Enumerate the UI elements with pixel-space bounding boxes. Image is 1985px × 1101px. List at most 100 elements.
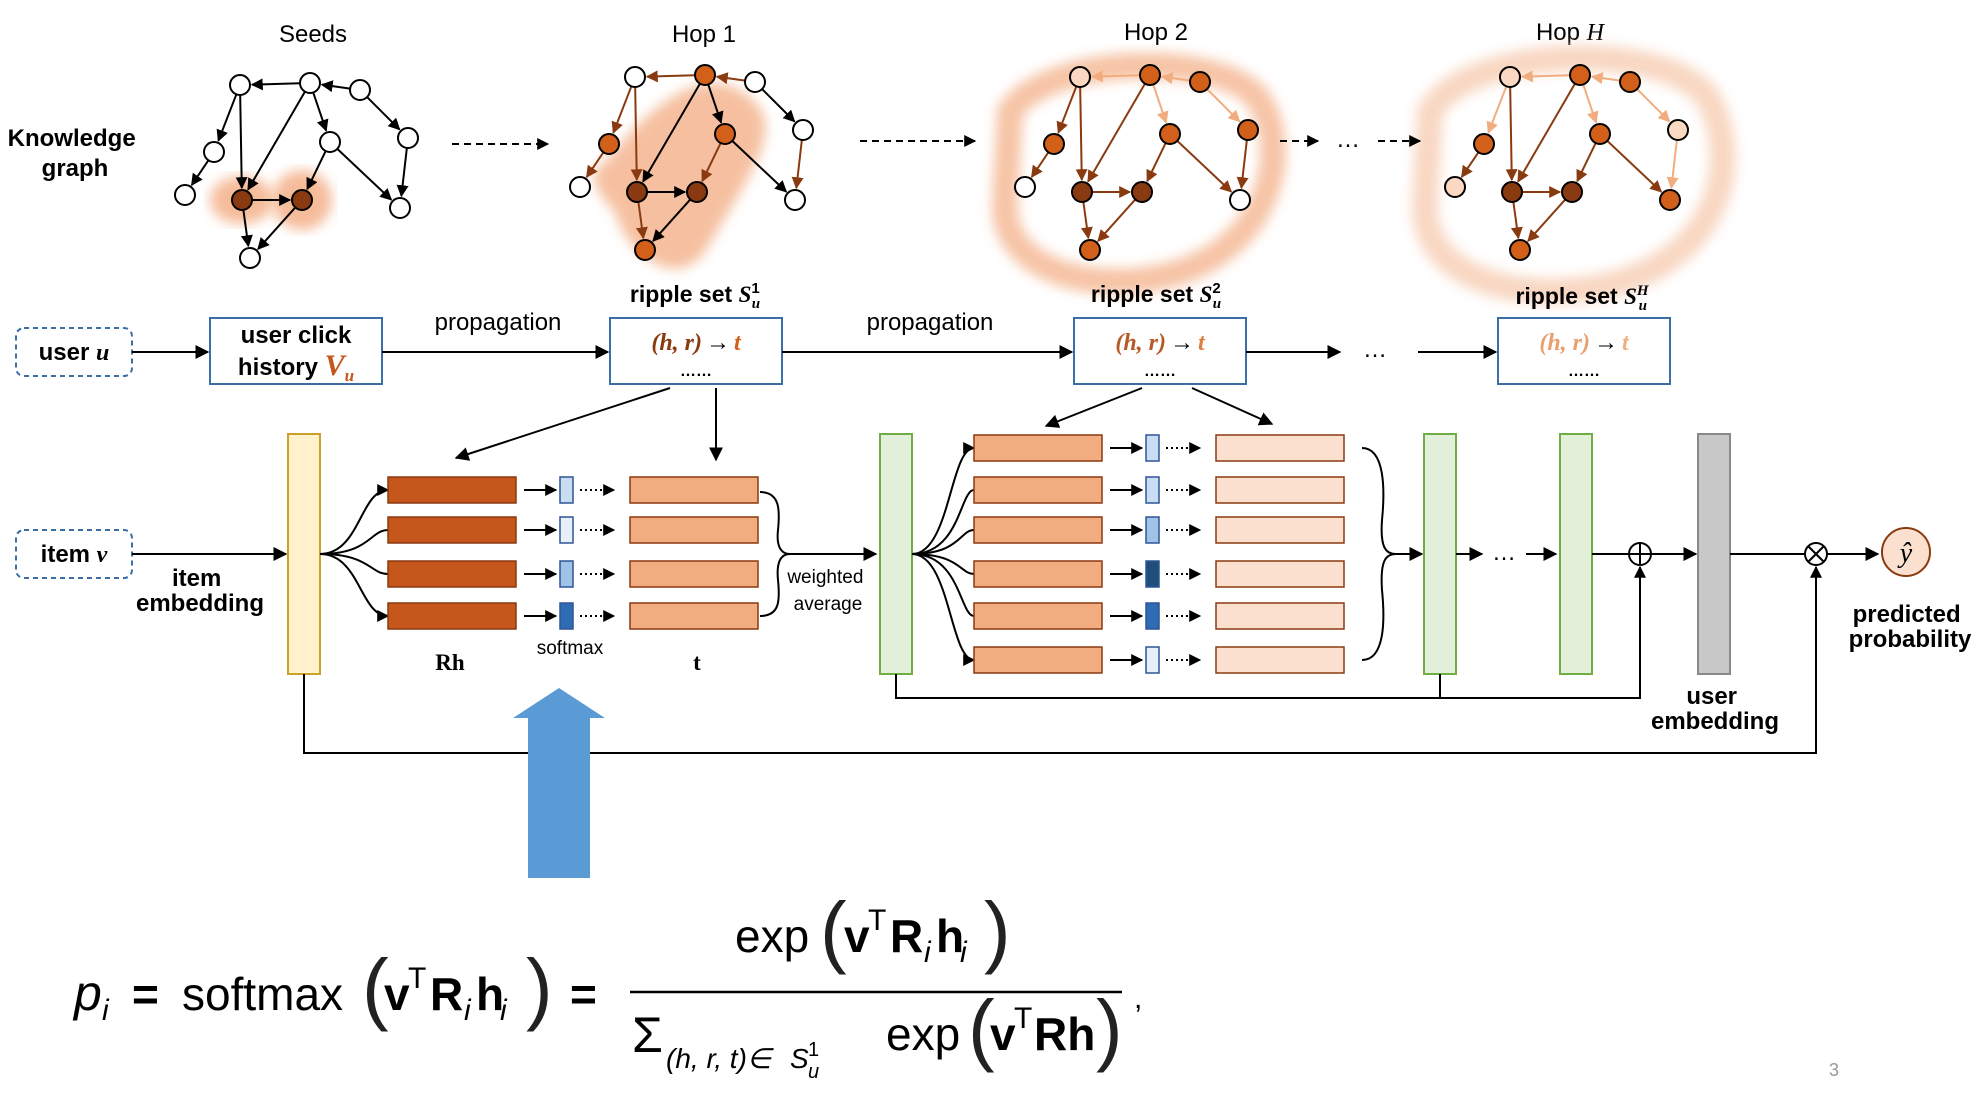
svg-text:p: p — [72, 965, 102, 1021]
svg-text:i: i — [464, 994, 472, 1027]
ripple-ellipsis: … — [1363, 336, 1387, 363]
bracket-1 — [759, 491, 791, 617]
rh-vector — [973, 602, 1103, 630]
softmax-formula: p i = softmax ( v T R i h i ) = exp ( v … — [72, 886, 1142, 1083]
user-embedding-label: user embedding — [1651, 683, 1779, 735]
svg-text:R: R — [430, 968, 463, 1020]
click-history-box — [209, 317, 383, 385]
attention-weight — [1145, 646, 1160, 674]
rh-vector — [387, 602, 517, 630]
svg-text:exp: exp — [886, 1008, 960, 1060]
hop-highlight — [594, 83, 766, 269]
attention-weight — [559, 602, 574, 630]
kg-edge — [715, 72, 746, 85]
kg-edge — [1520, 70, 1571, 83]
bracket-2 — [1361, 447, 1397, 661]
kg-edge — [336, 148, 393, 201]
rh-vector — [973, 516, 1103, 544]
kg-node — [1589, 123, 1611, 145]
kg-edge — [396, 147, 409, 198]
fan-out-2 — [911, 442, 976, 666]
focus-arrow-shape — [513, 688, 605, 878]
propagation-label-1: propagation — [435, 309, 562, 336]
kg-edge — [791, 139, 804, 190]
kg-node — [174, 184, 196, 206]
svg-text:ŷ: ŷ — [1897, 538, 1913, 569]
kg-node — [1619, 71, 1641, 93]
ripple-set-2-dots: …… — [1144, 363, 1176, 380]
kg-edge — [1460, 151, 1480, 179]
item-skip-connector — [303, 565, 1822, 754]
svg-text:T: T — [868, 904, 886, 937]
kg-edge — [652, 198, 692, 242]
svg-text:(: ( — [362, 943, 389, 1032]
hop-label-1: Hop 1 — [672, 21, 736, 48]
kg-node — [569, 176, 591, 198]
kg-node — [1561, 181, 1583, 203]
attention-weight — [1145, 560, 1160, 588]
svg-text:i: i — [102, 994, 110, 1027]
kg-node — [1569, 64, 1591, 86]
kg-edge — [1087, 83, 1146, 183]
kg-node — [1139, 64, 1161, 86]
svg-text:Rh: Rh — [1034, 1008, 1095, 1060]
kg-edge — [312, 92, 329, 132]
kg-edge — [1206, 88, 1241, 123]
attention-block-hop-1 — [387, 476, 759, 630]
hop-1-output-embedding — [879, 433, 913, 675]
kg-hop-1 — [569, 64, 814, 269]
kg-node — [203, 141, 225, 163]
kg-edge — [320, 80, 351, 93]
svg-text:T: T — [1014, 1002, 1032, 1035]
svg-text:Σ: Σ — [632, 1007, 663, 1063]
kg-node — [686, 181, 708, 203]
hop-label-2: Hop 2 — [1124, 19, 1188, 46]
page-number: 3 — [1829, 1060, 1839, 1080]
kg-edge — [1590, 72, 1621, 85]
kg-hop-h — [1411, 45, 1736, 305]
rh-vector — [387, 516, 517, 544]
kg-edge — [306, 150, 327, 191]
attention-weight — [1145, 516, 1160, 544]
svg-text:exp: exp — [735, 910, 809, 962]
svg-text:(: ( — [968, 984, 995, 1073]
svg-text:v: v — [844, 910, 870, 962]
hop-ring — [1411, 45, 1736, 305]
product-operator — [1804, 542, 1828, 566]
kg-node — [1069, 66, 1091, 88]
hop-label-seeds: Seeds — [279, 21, 347, 48]
ripple-set-2-box — [1073, 317, 1247, 385]
rh-vector — [973, 646, 1103, 674]
sum-connector — [895, 565, 1646, 699]
propagation-label-2: propagation — [867, 309, 994, 336]
kg-node — [1071, 181, 1093, 203]
t-vector — [1215, 434, 1345, 462]
kg-edge — [761, 88, 796, 123]
svg-text:i: i — [924, 936, 932, 969]
svg-text:R: R — [890, 910, 923, 962]
kg-node — [784, 189, 806, 211]
kg-node — [229, 74, 251, 96]
kg-hop-2 — [991, 52, 1286, 295]
kg-node — [1229, 189, 1251, 211]
kg-node — [626, 181, 648, 203]
kg-edge — [1080, 201, 1093, 240]
kg-edge — [1146, 142, 1167, 183]
svg-text:h: h — [476, 968, 504, 1020]
hop-h-output-embedding — [1559, 433, 1593, 675]
rh-vector — [973, 434, 1103, 462]
kg-node — [1444, 176, 1466, 198]
svg-text:softmax: softmax — [182, 968, 343, 1020]
kg-node — [319, 131, 341, 153]
kg-node — [397, 127, 419, 149]
svg-text:u: u — [808, 1061, 819, 1083]
rh-vector — [387, 476, 517, 504]
t-vector — [1215, 560, 1345, 588]
kg-edge — [240, 209, 253, 248]
rh-vector — [973, 560, 1103, 588]
kg-node — [694, 64, 716, 86]
kg-node — [792, 119, 814, 141]
kg-label: Knowledge graph — [8, 125, 143, 182]
